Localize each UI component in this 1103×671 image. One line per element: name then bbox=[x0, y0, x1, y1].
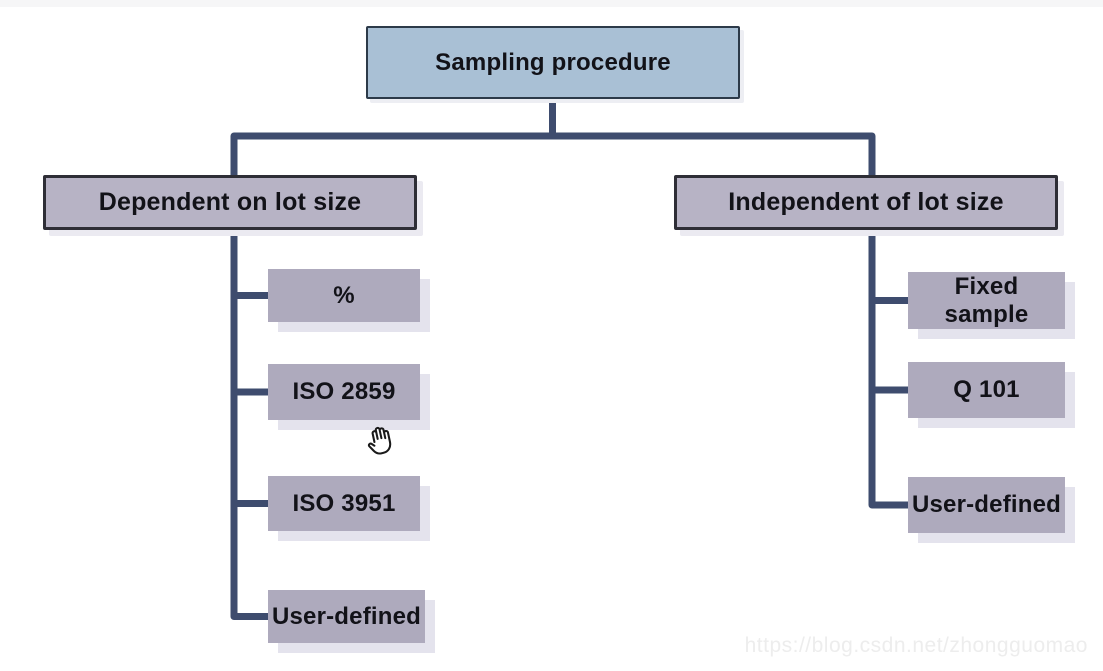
node-dependent-on-lot-size[interactable]: Dependent on lot size bbox=[43, 175, 417, 230]
node-iso-2859[interactable]: ISO 2859 bbox=[268, 364, 420, 420]
node-q-101[interactable]: Q 101 bbox=[908, 362, 1065, 418]
connector-left-spine bbox=[230, 230, 268, 620]
connector-right-spine bbox=[868, 230, 908, 509]
node-fixed-sample[interactable]: Fixed sample bbox=[908, 272, 1065, 329]
node-independent-of-lot-size[interactable]: Independent of lot size bbox=[674, 175, 1058, 230]
top-border-strip bbox=[0, 0, 1103, 7]
node-user-defined-left[interactable]: User-defined bbox=[268, 590, 425, 643]
node-percent[interactable]: % bbox=[268, 269, 420, 322]
connector-main-tee bbox=[230, 132, 876, 178]
watermark-text: https://blog.csdn.net/zhongguomao bbox=[744, 634, 1088, 657]
node-sampling-procedure[interactable]: Sampling procedure bbox=[366, 26, 740, 99]
grab-hand-cursor-icon bbox=[367, 426, 392, 455]
node-iso-3951[interactable]: ISO 3951 bbox=[268, 476, 420, 531]
node-user-defined-right[interactable]: User-defined bbox=[908, 477, 1065, 533]
